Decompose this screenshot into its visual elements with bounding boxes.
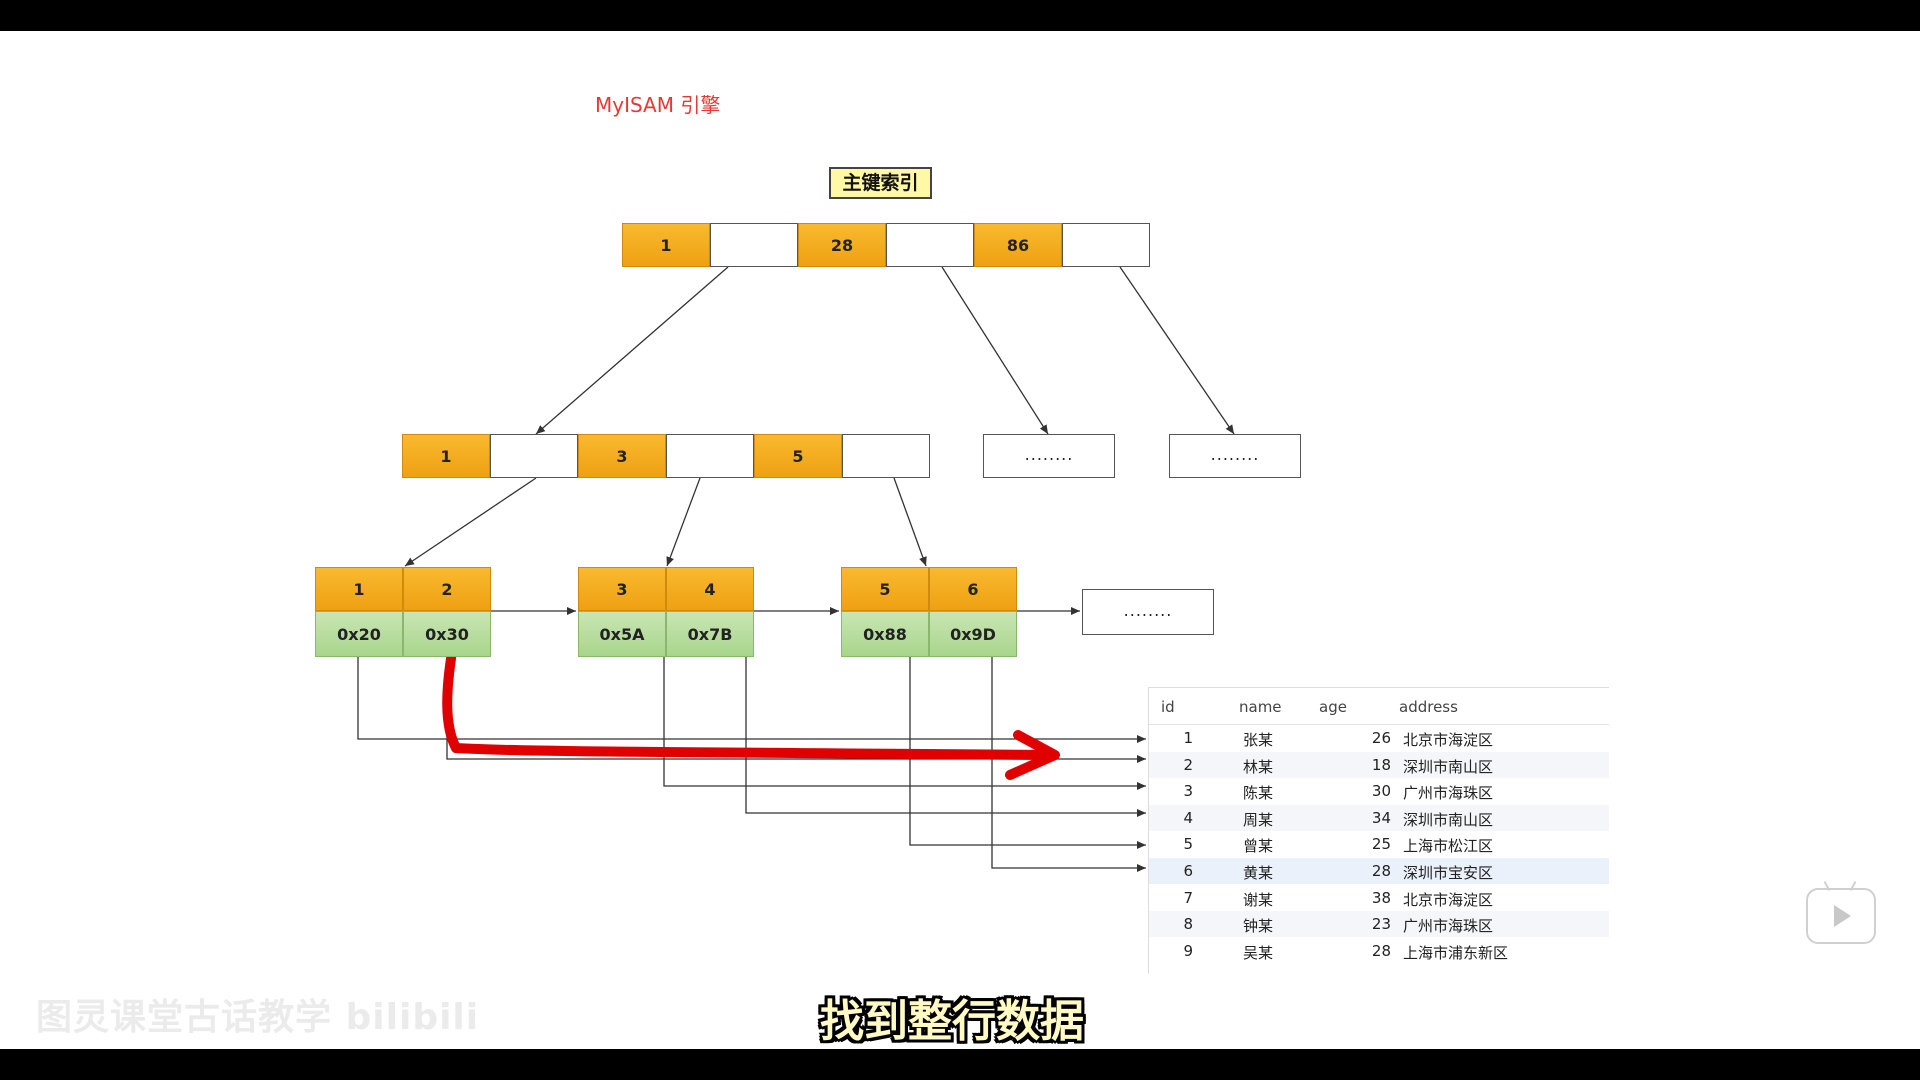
root-pointer-2 [886, 223, 974, 267]
col-header-age: age [1319, 698, 1347, 716]
cell-name: 吴某 [1243, 943, 1274, 962]
ptr-0x7B-row4 [745, 657, 1146, 817]
internal-key-3: 5 [754, 434, 842, 478]
cell-age: 26 [1371, 729, 1391, 747]
edge-internal-leaf1 [404, 477, 537, 567]
data-table: id name age address 1 张某 26 北京市海淀区 2 林某 18 深圳市南… [1148, 687, 1609, 974]
cell-age: 23 [1371, 915, 1391, 934]
edge-root-internal [535, 266, 729, 435]
cell-name: 谢某 [1243, 890, 1274, 909]
engine-title: MyISAM 引擎 [595, 93, 721, 117]
channel-watermark: 图灵课堂古话教学 bilibili [36, 997, 480, 1038]
cell-address: 深圳市南山区 [1403, 810, 1494, 829]
cell-age: 30 [1371, 782, 1391, 801]
leaf1-key-1: 1 [315, 567, 403, 611]
leaf1-key-2: 2 [403, 567, 491, 611]
leaf3-key-2: 6 [929, 567, 1017, 611]
cell-name: 钟某 [1243, 917, 1274, 936]
cell-address: 上海市浦东新区 [1403, 943, 1509, 962]
cell-id: 2 [1183, 755, 1193, 774]
table-row: 3 陈某 30 广州市海珠区 [1149, 778, 1609, 804]
cell-age: 38 [1371, 888, 1391, 907]
table-row: 8 钟某 23 广州市海珠区 [1149, 911, 1609, 938]
internal-pointer-3 [842, 434, 930, 478]
root-pointer-3 [1062, 223, 1150, 267]
table-row: 9 吴某 28 上海市浦东新区 [1149, 938, 1609, 964]
leaf2-row-pointer-1: 0x5A [578, 611, 666, 657]
edge-internal-leaf3 [893, 477, 927, 567]
internal-pointer-1 [490, 434, 578, 478]
leaf2-key-2: 4 [666, 567, 754, 611]
root-key-1: 1 [622, 223, 710, 267]
ptr-0x88-row5 [909, 657, 1146, 849]
cell-id: 5 [1183, 835, 1193, 854]
cell-age: 28 [1371, 862, 1391, 880]
cell-address: 北京市海淀区 [1403, 731, 1494, 749]
cell-id: 4 [1183, 808, 1193, 827]
leaf3-row-pointer-1: 0x88 [841, 611, 929, 657]
highlight-arrow [423, 638, 1060, 780]
internal-key-2: 3 [578, 434, 666, 478]
leaf1-row-pointer-1: 0x20 [315, 611, 403, 657]
cell-name: 林某 [1243, 757, 1274, 776]
cell-id: 3 [1183, 782, 1193, 801]
cell-address: 北京市海淀区 [1403, 890, 1494, 909]
table-row: 4 周某 34 深圳市南山区 [1149, 804, 1609, 831]
cell-address: 广州市海珠区 [1403, 917, 1494, 936]
cell-age: 18 [1371, 755, 1391, 774]
cell-id: 1 [1183, 729, 1193, 747]
edge-root-node2 [941, 266, 1049, 435]
play-icon[interactable] [1806, 881, 1876, 944]
cell-address: 深圳市南山区 [1403, 757, 1494, 776]
cell-age: 34 [1371, 808, 1391, 827]
edge-internal-leaf2 [666, 477, 701, 567]
cell-address: 上海市松江区 [1403, 837, 1494, 856]
cell-name: 张某 [1243, 731, 1274, 749]
leaf-more-node: ........ [1082, 589, 1214, 635]
table-row: 1 张某 26 北京市海淀区 [1149, 725, 1609, 751]
cell-id: 8 [1183, 915, 1193, 934]
table-row: 7 谢某 38 北京市海淀区 [1149, 885, 1609, 911]
cell-name: 曾某 [1243, 837, 1274, 856]
ptr-0x9D-row6 [991, 657, 1146, 872]
leaf2-key-1: 3 [578, 567, 666, 611]
internal-node-3: ........ [1169, 434, 1301, 478]
col-header-address: address [1399, 698, 1458, 716]
table-row: 5 曾某 25 上海市松江区 [1149, 831, 1609, 857]
cell-address: 深圳市宝安区 [1403, 864, 1494, 882]
video-subtitle: 找到整行数据 [820, 996, 1084, 1047]
ptr-0x20-row1 [357, 657, 1146, 743]
leaf3-key-1: 5 [841, 567, 929, 611]
table-header: id name age address [1149, 687, 1609, 725]
ptr-0x5A-row3 [663, 657, 1146, 790]
internal-node-2: ........ [983, 434, 1115, 478]
cell-age: 25 [1371, 835, 1391, 854]
root-key-2: 28 [798, 223, 886, 267]
cell-id: 6 [1183, 862, 1193, 880]
cell-address: 广州市海珠区 [1403, 784, 1494, 803]
cell-id: 9 [1183, 941, 1193, 960]
col-header-id: id [1161, 698, 1175, 716]
table-row: 6 黄某 28 深圳市宝安区 [1149, 858, 1609, 884]
primary-index-label: 主键索引 [829, 167, 932, 199]
root-pointer-1 [710, 223, 798, 267]
cell-id: 7 [1183, 888, 1193, 907]
col-header-name: name [1239, 698, 1282, 716]
cell-name: 黄某 [1243, 864, 1274, 882]
leaf3-row-pointer-2: 0x9D [929, 611, 1017, 657]
table-row: 2 林某 18 深圳市南山区 [1149, 751, 1609, 778]
internal-pointer-2 [666, 434, 754, 478]
cell-name: 周某 [1243, 810, 1274, 829]
cell-age: 28 [1371, 941, 1391, 960]
cell-name: 陈某 [1243, 784, 1274, 803]
edge-root-node3 [1119, 266, 1235, 435]
leaf2-row-pointer-2: 0x7B [666, 611, 754, 657]
root-key-3: 86 [974, 223, 1062, 267]
leaf1-row-pointer-2: 0x30 [403, 611, 491, 657]
internal-key-1: 1 [402, 434, 490, 478]
